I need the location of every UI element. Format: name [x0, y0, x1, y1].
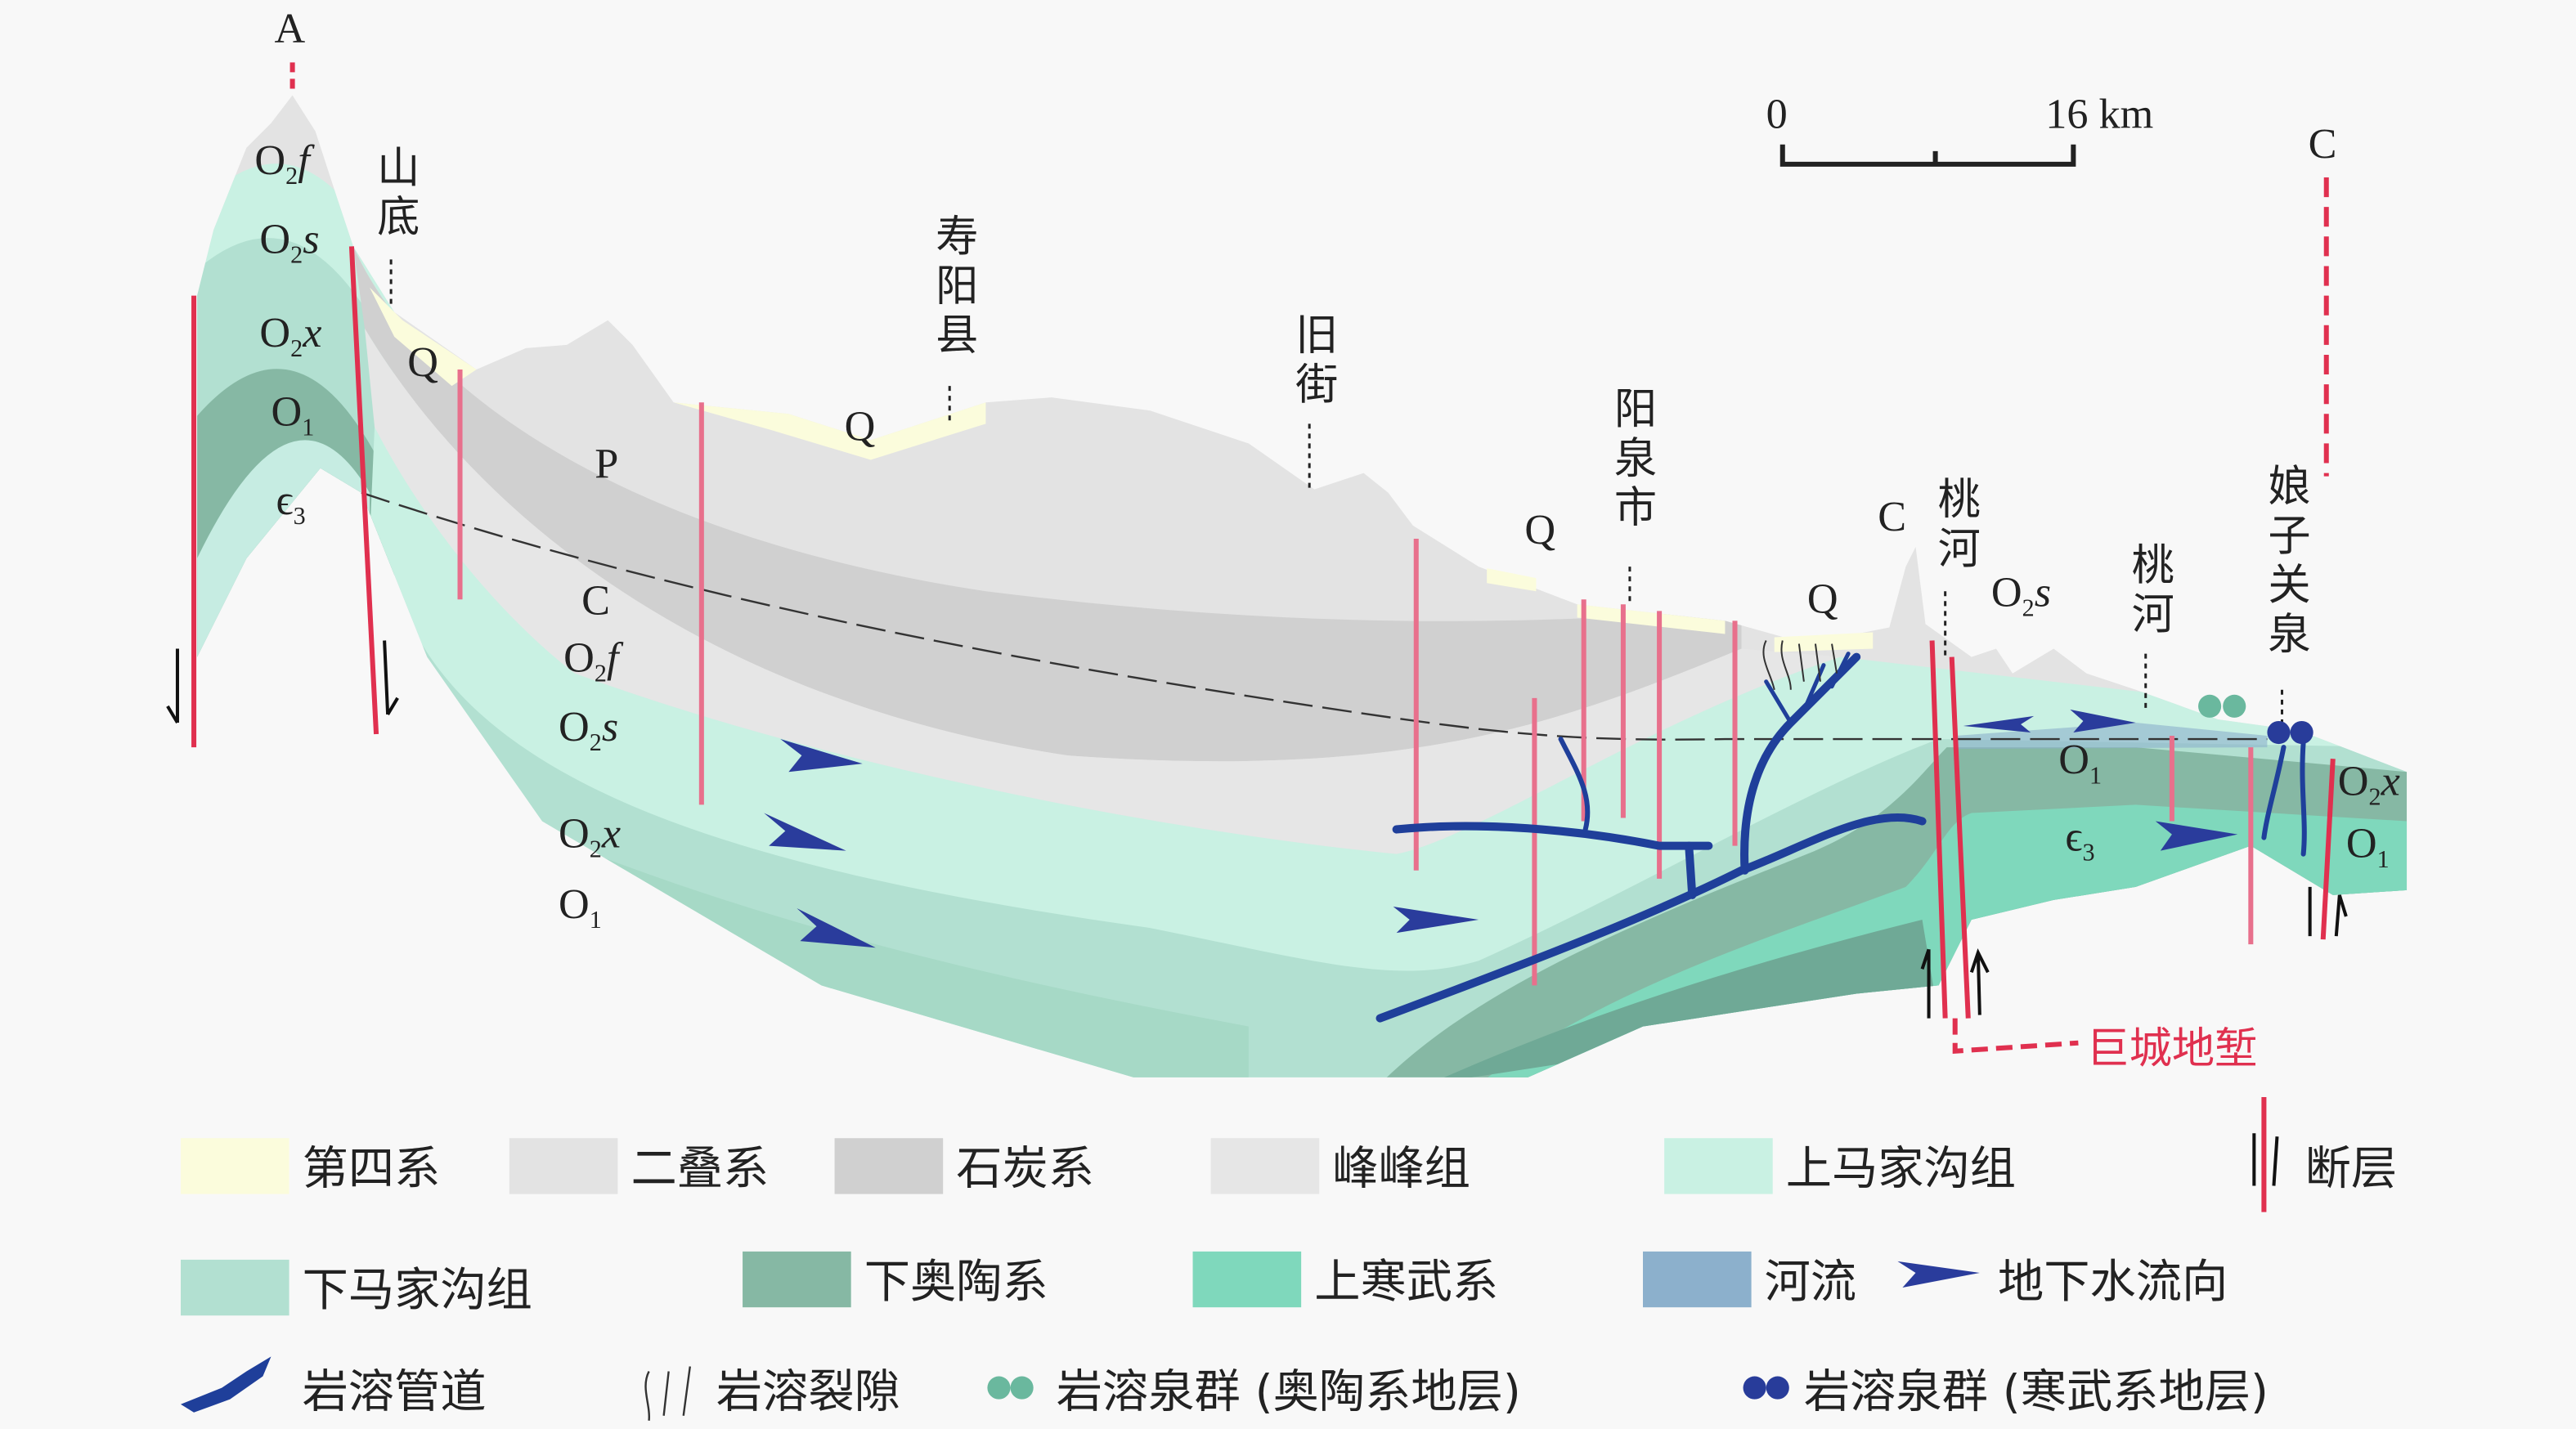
fault-arrow-icon	[1969, 947, 1990, 1015]
scale-bar	[1779, 144, 2076, 167]
quaternary-patch	[1774, 632, 1874, 652]
section-end-a: A	[274, 5, 306, 53]
formation-label-left-o2s: O2s	[259, 215, 320, 270]
legend-fissure: 岩溶裂隙	[716, 1364, 900, 1419]
fengfeng-band	[364, 328, 1841, 854]
legend-upper-majiagou: 上马家沟组	[1664, 1133, 2016, 1198]
formation-label-q2: Q	[844, 402, 876, 450]
scale-end: 16 km	[2045, 90, 2154, 138]
quaternary-deposits	[370, 287, 1874, 652]
formation-label-mid-o1: O1	[559, 880, 602, 935]
place-jiujie: 旧街	[1288, 311, 1338, 411]
fault-arrow-icon	[1920, 948, 1931, 1019]
flow-arrow-icon	[2155, 821, 2238, 851]
legend-quaternary: 第四系	[180, 1133, 440, 1198]
faults	[191, 246, 2336, 1019]
flow-arrow-icon	[780, 739, 863, 773]
formation-label-p: P	[595, 440, 619, 488]
quaternary-patch	[1577, 604, 1726, 634]
formation-label-q4: Q	[1806, 575, 1838, 623]
formation-label-far-o2x: O2x	[2337, 757, 2400, 812]
formation-label-left-e3: ϵ3	[276, 476, 306, 531]
scale-zero: 0	[1766, 90, 1788, 138]
formation-label-c2: C	[1878, 492, 1907, 540]
fault-motion-arrows	[166, 640, 2348, 1019]
place-leaders	[389, 259, 2284, 723]
legend-lower-ordovician: 下奥陶系	[743, 1247, 1048, 1312]
place-shandi: 山底	[370, 144, 420, 244]
graben-label: 巨城地堑	[2086, 1024, 2258, 1074]
quaternary-patch	[370, 287, 477, 387]
legend-permian: 二叠系	[509, 1133, 769, 1198]
formation-label-left-o1: O1	[271, 387, 315, 442]
ordovician-spring-icon	[2223, 694, 2246, 718]
fault-arrow-icon	[383, 640, 399, 715]
karst-fissures	[1762, 640, 1838, 690]
formation-label-left-o2x: O2x	[259, 308, 322, 363]
formation-label-mid-o2f: O2f	[563, 634, 619, 688]
formation-label-c1: C	[581, 576, 611, 625]
legend-carboniferous: 石炭系	[834, 1133, 1094, 1198]
legend-cambrian-spring: 岩溶泉群 (寒武系地层)	[1803, 1364, 2269, 1419]
karst-conduits	[1376, 652, 2307, 1023]
formation-label-q1: Q	[407, 338, 438, 387]
flow-arrow-icon	[1393, 906, 1479, 934]
legend-conduit: 岩溶管道	[302, 1364, 487, 1419]
legend-cambrian-spring-icon	[1743, 1376, 1766, 1400]
water-table-line	[361, 491, 2268, 741]
upper-majiagou-band	[328, 427, 2408, 1077]
place-taohe-2: 桃河	[2124, 541, 2174, 641]
legend-upper-cambrian: 上寒武系	[1192, 1247, 1498, 1312]
legend-ordovician-spring-icon	[987, 1376, 1011, 1400]
legend-river: 河流	[1643, 1247, 1856, 1312]
place-yangquan: 阳泉市	[1606, 386, 1657, 534]
place-shouyang: 寿阳县	[928, 213, 978, 361]
place-niangziguan: 娘子关泉	[2260, 463, 2310, 661]
legend-conduit-icon	[180, 1356, 272, 1413]
spring-groups	[2198, 694, 2313, 745]
formation-label-q3: Q	[1524, 505, 1556, 554]
formation-label-right-o1: O1	[2058, 736, 2103, 791]
legend-fissure-icon	[644, 1366, 691, 1421]
formation-label-right-o2s: O2s	[1990, 568, 2052, 623]
fault-line	[2320, 758, 2336, 940]
section-end-c: C	[2308, 119, 2337, 168]
legend-graphics	[180, 1097, 2279, 1421]
cambrian-spring-icon	[2290, 720, 2313, 745]
fault-arrow-icon	[2308, 886, 2348, 937]
quaternary-patch	[673, 402, 986, 460]
legend-flow: 地下水流向	[1997, 1254, 2228, 1310]
flow-arrow-icon	[1963, 715, 2035, 733]
formation-label-mid-o2x: O2x	[559, 809, 622, 864]
fault-line	[1929, 640, 1948, 1019]
quaternary-patch	[1487, 568, 1537, 592]
place-taohe-1: 桃河	[1930, 476, 1980, 576]
fault-line	[348, 246, 379, 735]
legend-fault: 断层	[2304, 1141, 2398, 1196]
ordovician-spring-icon	[2198, 694, 2222, 718]
formation-label-far-o1: O1	[2345, 819, 2390, 874]
cambrian-spring-icon	[2267, 720, 2291, 745]
graben-leader	[1952, 1018, 2079, 1054]
fault-arrow-icon	[166, 648, 179, 723]
flow-arrow-icon	[2070, 709, 2136, 733]
legend-fengfeng: 峰峰组	[1210, 1133, 1470, 1198]
fault-line	[1949, 656, 1971, 1019]
formation-label-left-o2f: O2f	[254, 136, 310, 191]
legend-ordovician-spring: 岩溶泉群 (奥陶系地层)	[1056, 1364, 1521, 1419]
legend-lower-majiagou: 下马家沟组	[180, 1255, 532, 1320]
legend-flow-arrow-icon	[1897, 1261, 1980, 1288]
formation-label-right-e3: ϵ3	[2065, 813, 2095, 867]
deep-ordovician	[1429, 920, 1939, 1077]
formation-label-mid-o2s: O2s	[559, 702, 619, 758]
river	[1954, 722, 2268, 750]
